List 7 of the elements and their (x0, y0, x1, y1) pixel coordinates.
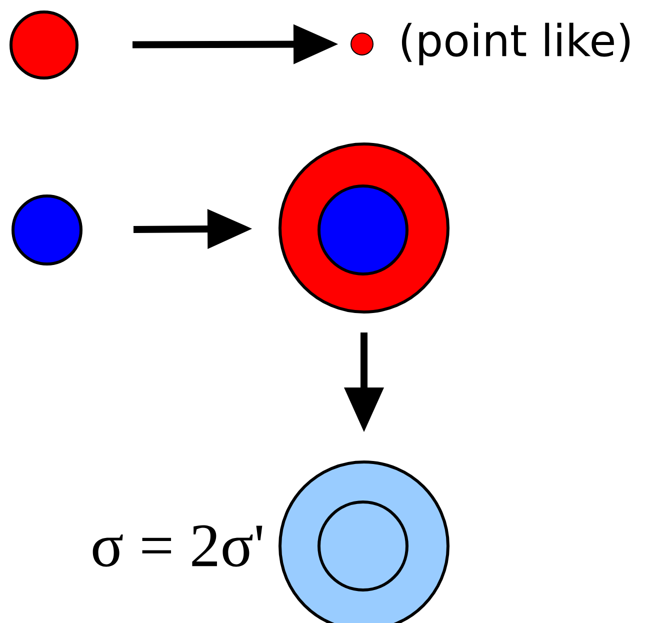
inner-circle (318, 500, 408, 592)
particle-circle (12, 194, 82, 266)
inner-circle (318, 184, 408, 276)
beside-label: σ = 2σ' (92, 525, 262, 567)
particle-circle (350, 32, 374, 56)
beside-label: (point like) (402, 22, 630, 66)
particle-circle (10, 10, 78, 80)
